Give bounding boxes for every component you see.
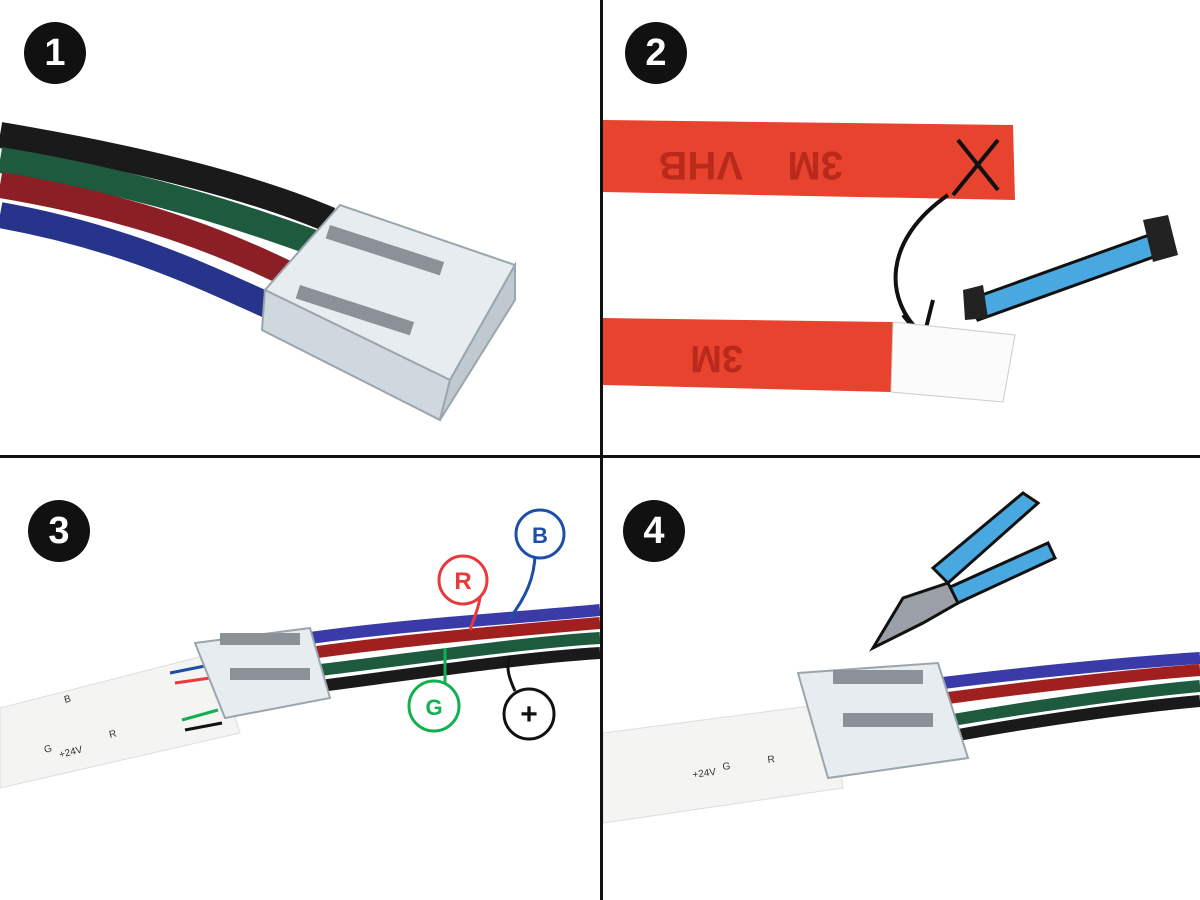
svg-text:G: G: [425, 695, 442, 720]
svg-text:G: G: [722, 761, 731, 773]
svg-text:+24V: +24V: [692, 767, 717, 781]
blue-wire: [942, 652, 1200, 689]
black-wire: [0, 122, 336, 232]
black-wire: [951, 695, 1200, 742]
svg-text:3M: 3M: [787, 143, 843, 187]
step-3-panel: +24V R B G R B G: [0, 458, 600, 900]
tape-cutting-illustration: VHB 3M 3M: [603, 120, 1178, 403]
led-strip: [603, 702, 844, 824]
blue-wire-label: B: [514, 508, 566, 560]
green-wire: [951, 680, 1200, 726]
svg-text:R: R: [767, 754, 776, 766]
strip-connection-illustration: +24V R B G R B G: [0, 508, 600, 789]
utility-knife-icon: [963, 215, 1178, 322]
green-wire-label: G: [407, 679, 461, 733]
horizontal-divider: [0, 455, 1200, 458]
positive-wire-label: +: [502, 687, 556, 741]
red-wire-label: R: [437, 554, 489, 606]
red-wire: [0, 172, 306, 292]
red-wire: [947, 664, 1200, 704]
black-wire: [319, 647, 600, 692]
blue-wire: [309, 604, 600, 644]
svg-text:+: +: [520, 698, 538, 731]
green-wire: [319, 632, 600, 676]
red-wire: [309, 617, 600, 659]
svg-text:B: B: [63, 694, 72, 706]
tape-brand-text: VHB: [659, 143, 743, 187]
clear-connector: [796, 661, 970, 780]
svg-text:G: G: [43, 743, 53, 756]
step-number-badge: 2: [625, 22, 687, 84]
clear-connector: [193, 626, 332, 720]
svg-text:3M: 3M: [690, 337, 743, 379]
step-number-badge: 1: [24, 22, 86, 84]
svg-text:R: R: [454, 568, 471, 595]
step-number-badge: 3: [28, 500, 90, 562]
arrow-icon: [893, 193, 950, 337]
step-number-badge: 4: [623, 500, 685, 562]
pliers-crimp-illustration: +24V R G: [603, 491, 1200, 824]
tape-bottom: 3M: [603, 318, 1016, 403]
vertical-divider: [600, 0, 603, 900]
cross-mark-icon: [951, 138, 1000, 197]
svg-text:B: B: [532, 523, 548, 548]
svg-text:R: R: [108, 728, 118, 740]
step-4-panel: +24V R G 4: [603, 458, 1200, 900]
step-1-panel: 1: [0, 0, 600, 455]
connector-with-wires-illustration: [0, 122, 517, 422]
pliers-icon: [869, 491, 1057, 652]
clear-connector: [260, 203, 517, 422]
step-2-panel: VHB 3M 3M 2: [603, 0, 1200, 455]
tape-top: VHB 3M: [603, 120, 1015, 200]
green-wire: [0, 147, 325, 258]
led-strip: [0, 652, 241, 789]
